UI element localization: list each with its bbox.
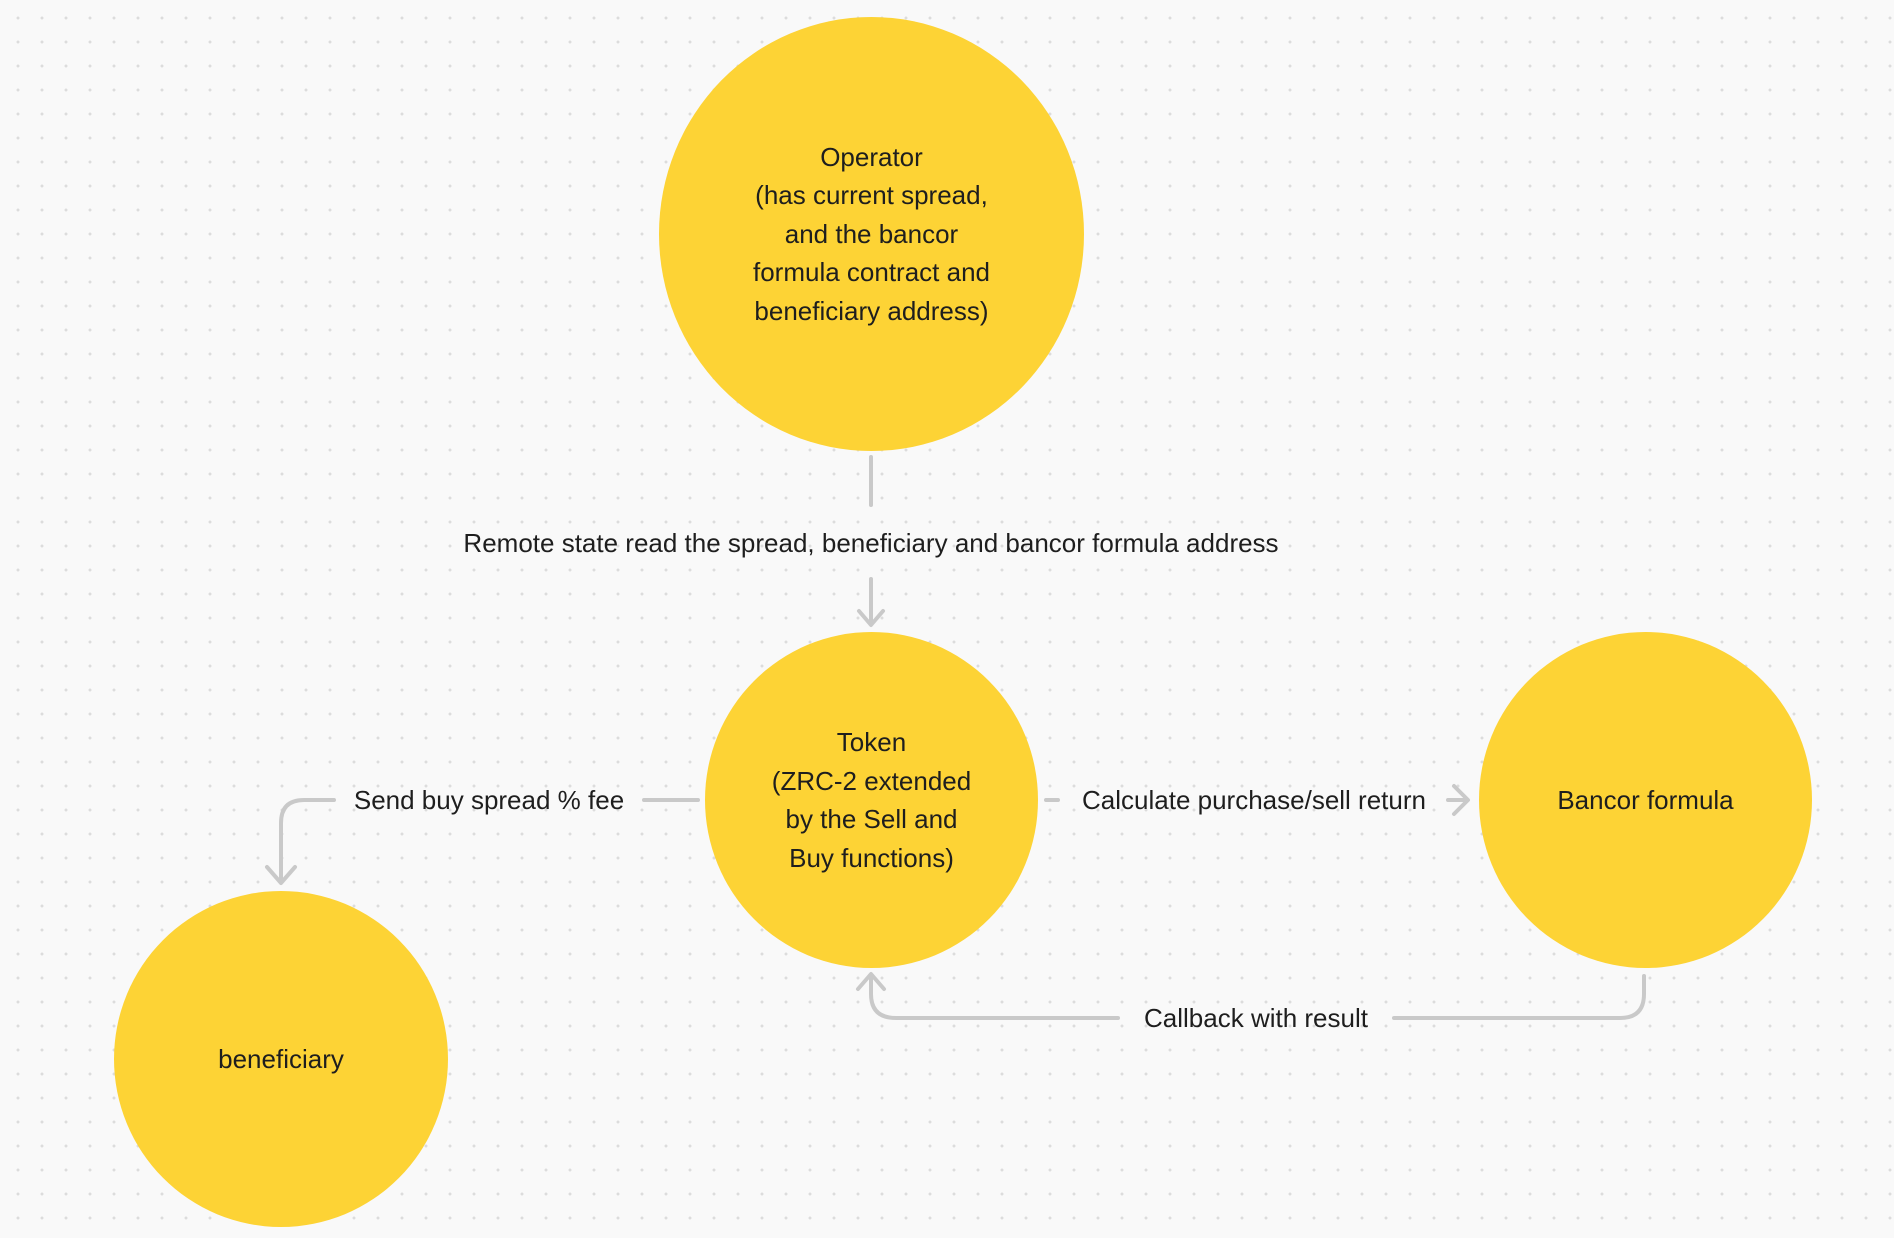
arrowhead-down-icon <box>857 609 885 627</box>
edge-bancor-to-token-line-left <box>869 974 1120 1020</box>
node-token-label: Token (ZRC-2 extended by the Sell and Bu… <box>771 727 972 873</box>
node-bancor-formula[interactable]: Bancor formula <box>1479 632 1812 968</box>
edge-bancor-to-token[interactable] <box>856 972 1646 1020</box>
arrowhead-down-icon <box>265 865 297 885</box>
edge-token-to-beneficiary[interactable] <box>265 798 700 885</box>
node-token[interactable]: Token (ZRC-2 extended by the Sell and Bu… <box>705 632 1038 968</box>
edge-token-to-beneficiary-line-left <box>279 798 336 883</box>
edge-token-to-bancor[interactable] <box>1044 784 1470 816</box>
edge-operator-to-token[interactable] <box>857 455 885 627</box>
edge-token-to-bancor-label: Calculate purchase/sell return <box>1082 785 1426 815</box>
node-bancor-formula-label: Bancor formula <box>1557 784 1734 815</box>
node-operator[interactable]: Operator (has current spread, and the ba… <box>659 17 1084 451</box>
edge-bancor-to-token-line-right <box>1392 974 1646 1020</box>
edge-operator-to-token-label: Remote state read the spread, beneficiar… <box>463 528 1279 558</box>
edge-token-to-beneficiary-label: Send buy spread % fee <box>353 785 625 815</box>
arrowhead-right-icon <box>1452 784 1470 816</box>
node-beneficiary-label: beneficiary <box>218 1043 344 1074</box>
arrowhead-up-icon <box>856 972 886 991</box>
node-operator-label: Operator (has current spread, and the ba… <box>752 141 990 326</box>
edge-bancor-to-token-label: Callback with result <box>1144 1003 1368 1033</box>
node-beneficiary[interactable]: beneficiary <box>114 891 448 1227</box>
